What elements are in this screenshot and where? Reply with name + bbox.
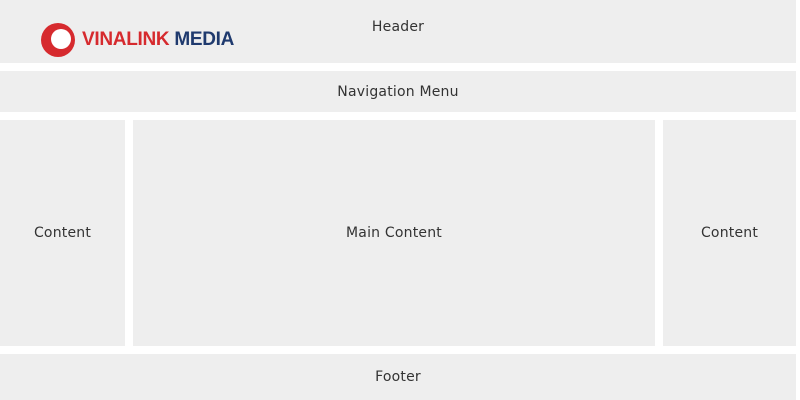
footer: Footer: [0, 354, 796, 400]
content-left: Content: [0, 120, 125, 346]
vinalink-logo-icon: [40, 22, 76, 58]
content-right-label: Content: [700, 225, 759, 241]
content-right: Content: [663, 120, 796, 346]
navigation-menu[interactable]: Navigation Menu: [0, 71, 796, 112]
main-content-label: Main Content: [346, 225, 442, 241]
footer-label: Footer: [375, 369, 421, 385]
content-left-label: Content: [33, 225, 92, 241]
main-content: Main Content: [133, 120, 655, 346]
navigation-menu-label: Navigation Menu: [337, 83, 459, 100]
logo-text-vinalink: VINALINK: [82, 29, 170, 50]
header-label: Header: [371, 19, 425, 35]
logo-text-media: MEDIA: [174, 29, 235, 50]
